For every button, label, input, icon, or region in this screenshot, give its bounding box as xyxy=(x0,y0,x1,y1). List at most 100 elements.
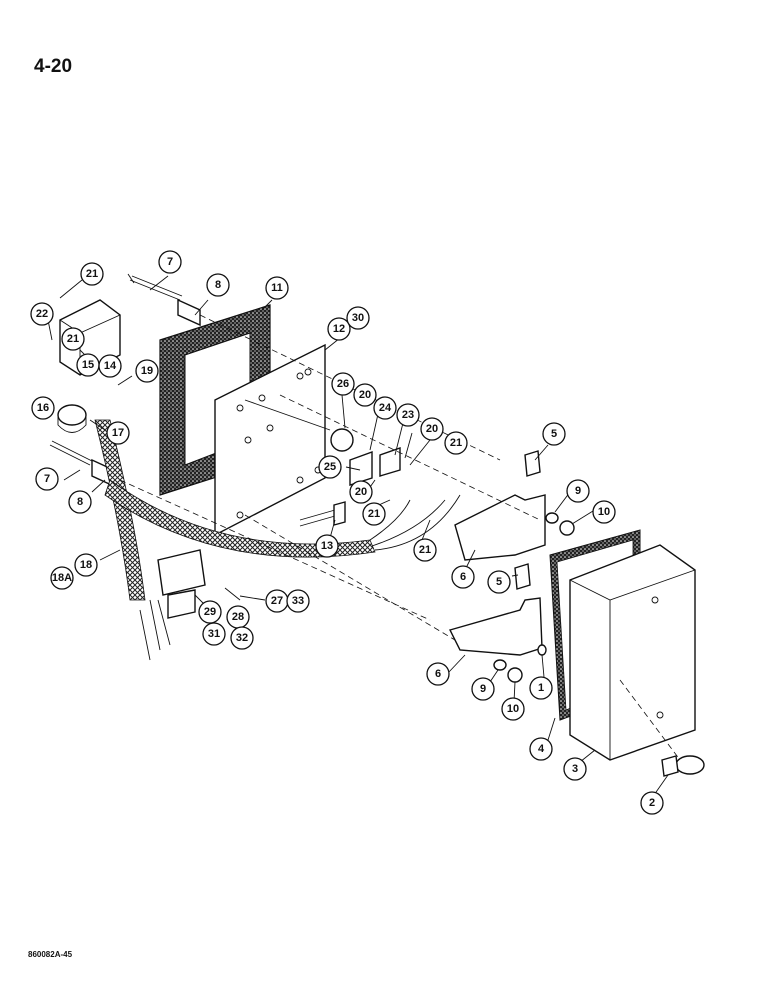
callout-label: 27 xyxy=(271,595,283,607)
callout-label: 21 xyxy=(67,333,79,345)
callout-3: 3 xyxy=(563,757,587,781)
callout-label: 14 xyxy=(104,360,117,372)
callout-label: 21 xyxy=(450,437,462,449)
callout-label: 9 xyxy=(480,683,486,695)
callout-label: 23 xyxy=(402,409,414,421)
figure-code: 860082A-45 xyxy=(28,950,73,959)
bracket-lower xyxy=(448,597,543,656)
callout-12: 12 xyxy=(327,317,351,341)
callout-label: 3 xyxy=(572,763,578,775)
callout-label: 8 xyxy=(77,496,83,508)
callout-label: 26 xyxy=(337,378,349,390)
callout-label: 29 xyxy=(204,606,216,618)
callout-label: 10 xyxy=(598,506,610,518)
callout-21-d: 21 xyxy=(362,502,386,526)
callout-label: 4 xyxy=(538,743,545,755)
callout-label: 20 xyxy=(359,389,371,401)
callout-label: 11 xyxy=(271,282,283,294)
callout-19: 19 xyxy=(135,359,159,383)
relay-module xyxy=(139,549,206,661)
wiring-harness xyxy=(94,419,461,601)
ring-fastener xyxy=(661,755,705,777)
callout-5-upper: 5 xyxy=(542,422,566,446)
callout-16: 16 xyxy=(31,396,55,420)
screw xyxy=(299,501,346,527)
callout-label: 20 xyxy=(426,423,438,435)
callout-label: 8 xyxy=(215,279,221,291)
callout-label: 5 xyxy=(551,428,557,440)
callout-23: 23 xyxy=(396,403,420,427)
callout-9-lower: 9 xyxy=(471,677,495,701)
mounting-plate xyxy=(214,343,326,537)
callout-label: 21 xyxy=(86,268,98,280)
callout-28: 28 xyxy=(226,605,250,629)
callout-20-b: 20 xyxy=(420,417,444,441)
callout-15: 15 xyxy=(76,353,100,377)
callout-6-upper: 6 xyxy=(451,565,475,589)
callout-label: 6 xyxy=(460,571,466,583)
callout-20-a: 20 xyxy=(353,383,377,407)
callout-21-c: 21 xyxy=(444,431,468,455)
callout-label: 18 xyxy=(80,559,92,571)
page-number: 4-20 xyxy=(34,56,73,77)
callout-13: 13 xyxy=(315,534,339,558)
callout-33: 33 xyxy=(286,589,310,613)
callout-label: 22 xyxy=(36,308,48,320)
callout-label: 21 xyxy=(419,544,431,556)
callout-label: 21 xyxy=(368,508,380,520)
callout-label: 17 xyxy=(112,427,124,439)
callout-22: 22 xyxy=(30,302,54,326)
callout-label: 2 xyxy=(649,797,655,809)
callout-32: 32 xyxy=(230,626,254,650)
callout-label: 31 xyxy=(208,628,220,640)
callout-7-lower: 7 xyxy=(35,467,59,491)
callout-21-b: 21 xyxy=(61,327,85,351)
callout-label: 7 xyxy=(44,473,50,485)
callout-10-upper: 10 xyxy=(592,500,616,524)
callout-24: 24 xyxy=(373,396,397,420)
callout-1: 1 xyxy=(529,676,553,700)
callout-label: 33 xyxy=(292,595,304,607)
alignment-lines xyxy=(119,314,681,761)
callout-label: 1 xyxy=(538,682,544,694)
callout-10-lower: 10 xyxy=(501,697,525,721)
bracket-upper xyxy=(454,494,546,561)
callout-18A: 18A xyxy=(50,566,74,590)
callout-4: 4 xyxy=(529,737,553,761)
callout-label: 12 xyxy=(333,323,345,335)
callout-8-upper: 8 xyxy=(206,273,230,297)
callout-5-lower: 5 xyxy=(487,570,511,594)
callout-30: 30 xyxy=(346,306,370,330)
callout-9-upper: 9 xyxy=(566,479,590,503)
callout-label: 6 xyxy=(435,668,441,680)
callout-8-lower: 8 xyxy=(68,490,92,514)
callout-7-upper: 7 xyxy=(158,250,182,274)
callout-label: 24 xyxy=(379,402,392,414)
callout-2: 2 xyxy=(640,791,664,815)
callout-label: 30 xyxy=(352,312,364,324)
callout-18: 18 xyxy=(74,553,98,577)
callout-label: 19 xyxy=(141,365,153,377)
callout-21-a: 21 xyxy=(80,262,104,286)
callout-31: 31 xyxy=(202,622,226,646)
callout-6-lower: 6 xyxy=(426,662,450,686)
callout-label: 20 xyxy=(355,486,367,498)
callout-label: 9 xyxy=(575,485,581,497)
callout-27: 27 xyxy=(265,589,289,613)
callout-label: 28 xyxy=(232,611,244,623)
callout-25: 25 xyxy=(318,455,342,479)
callout-label: 16 xyxy=(37,402,49,414)
relay-cover xyxy=(569,544,696,761)
callout-17: 17 xyxy=(106,421,130,445)
callout-label: 7 xyxy=(167,256,173,268)
callout-label: 18A xyxy=(52,572,72,584)
callout-label: 10 xyxy=(507,703,519,715)
callout-label: 32 xyxy=(236,632,248,644)
callout-label: 15 xyxy=(82,359,94,371)
callout-label: 13 xyxy=(321,540,333,552)
callout-29: 29 xyxy=(198,600,222,624)
callout-20-c: 20 xyxy=(349,480,373,504)
callout-label: 25 xyxy=(324,461,336,473)
callout-26: 26 xyxy=(331,372,355,396)
